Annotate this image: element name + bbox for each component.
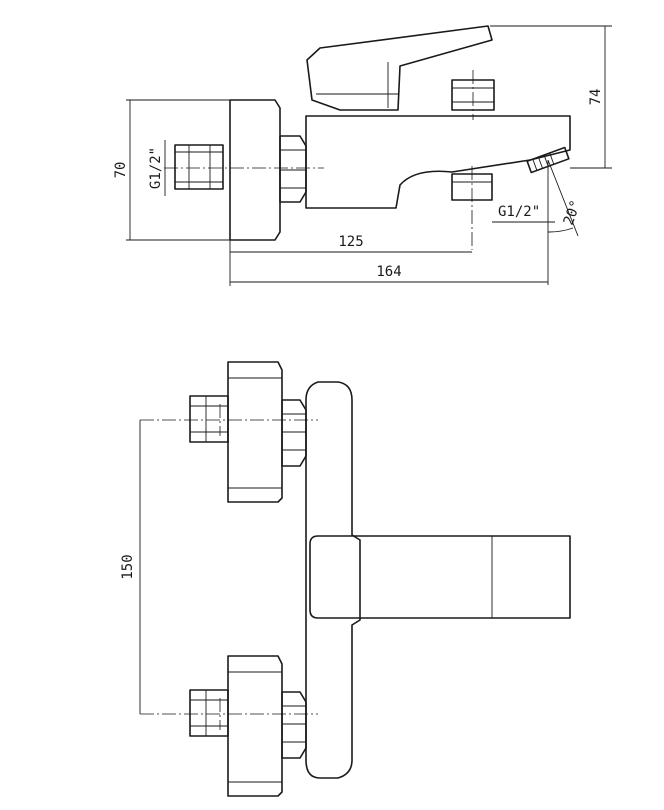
hex-nut (279, 135, 307, 203)
dimension-angle-20: 20° (547, 159, 585, 285)
upper-inlet-fitting (189, 395, 229, 443)
dim-164-label: 164 (376, 264, 401, 280)
lower-hex-nut (281, 691, 307, 759)
lower-wall-flange (227, 655, 283, 797)
dim-125-label: 125 (338, 234, 363, 250)
front-view: 150 (120, 361, 571, 797)
dimension-spacing-150: 150 (120, 420, 141, 714)
inlet-thread-label: G1/2" (148, 147, 164, 189)
upper-hex-nut (281, 399, 307, 467)
outlet-thread-label: G1/2" (498, 204, 540, 220)
side-view: 74 70 G1/2" G1/2" 20° 125 (113, 25, 612, 286)
dimension-length-164: 164 (230, 264, 548, 283)
wall-flange (229, 99, 281, 241)
inlet-fitting (174, 144, 224, 190)
angle-20-label: 20° (561, 198, 585, 227)
faucet-body-front (305, 381, 361, 779)
upper-wall-flange (227, 361, 283, 503)
lower-inlet-fitting (189, 689, 229, 737)
dim-70-label: 70 (113, 162, 129, 179)
lever-front (309, 535, 571, 619)
faucet-body (305, 115, 571, 209)
dim-150-label: 150 (120, 554, 136, 579)
dimension-height-70: 70 (113, 99, 230, 241)
lever-handle (306, 25, 493, 111)
dimension-height-74: 74 (490, 25, 612, 169)
dim-74-label: 74 (588, 89, 604, 106)
dimension-length-125: 125 (229, 234, 472, 286)
